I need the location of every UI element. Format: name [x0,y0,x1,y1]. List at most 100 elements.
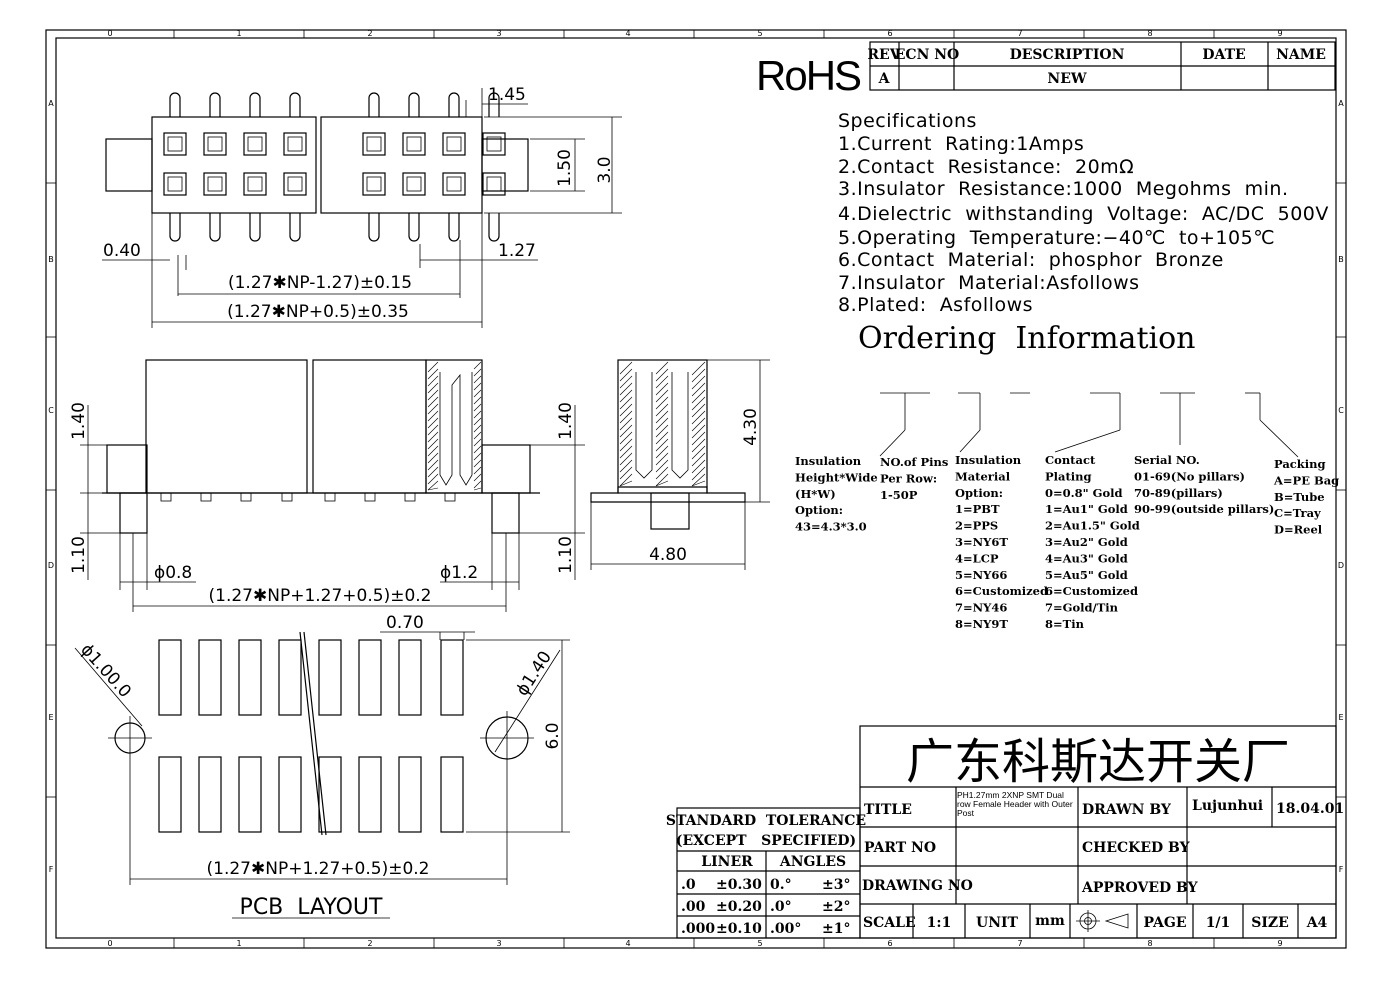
cavity-2-5 [362,172,386,196]
scale-label: SCALE [863,915,916,931]
pcb-pad-bottom-2 [198,756,222,833]
cavity-2-2 [203,172,227,196]
grid-row-left-B: B [48,255,54,264]
ordering-col-5-line-3: 70-89(pillars) [1134,486,1223,500]
unit-label: UNIT [976,915,1019,931]
tol-row-2-angle: .0° [770,899,792,915]
grid-row-left-A: A [48,99,54,108]
tolerance-title-1: STANDARD TOLERANCE [666,813,866,829]
dim-np-plus: (1.27✱NP+0.5)±0.35 [227,302,409,322]
ordering-col-3-line-1: Insulation [955,453,1022,467]
company-name: 广东科斯达开关厂 [906,734,1290,790]
grid-row-right-F: F [1339,865,1344,874]
cavity-1-2 [203,132,227,156]
spec-line-1: 1.Current Rating:1Amps [838,133,1084,155]
top-pin-upper-4 [289,92,301,117]
grid-col-bottom-6: 6 [887,939,892,948]
top-pin-lower-5 [368,213,380,242]
projection-symbol-icon [1076,910,1129,932]
tol-row-3-liner: .000 [681,921,715,937]
front-foot-3 [240,492,252,502]
pcb-pad-top-5 [318,639,342,716]
tol-row-3-angle-val: ±1° [822,921,850,937]
top-pin-lower-2 [209,213,221,242]
cavity-2-4 [283,172,307,196]
tol-row-3-angle: .00° [770,921,801,937]
ordering-col-5-line-4: 90-99(outside pillars) [1134,502,1274,516]
cavity-2-6 [402,172,426,196]
dim-6-0: 6.0 [543,722,563,749]
front-foot-8 [444,492,456,502]
outer-frame [45,29,1347,949]
tol-row-2-angle-val: ±2° [822,899,850,915]
tolerance-title-2: (EXCEPT SPECIFIED) [676,833,856,849]
grid-row-left-D: D [48,561,54,570]
ordering-col-4-line-6: 3=Au2" Gold [1045,535,1128,549]
spec-line-3: 3.Insulator Resistance:1000 Megohms min. [838,178,1288,200]
ordering-col-5-line-1: Serial NO. [1134,453,1200,467]
pcb-pad-top-8 [440,639,464,716]
ordering-col-3-line-4: 1=PBT [955,502,1000,516]
pcb-pad-top-4 [278,639,302,716]
dim-phi-1-00: ϕ1.00.0 [76,640,135,702]
ordering-col-5-line-2: 01-69(No pillars) [1134,469,1245,483]
ordering-title: Ordering Information [858,321,1195,356]
rohs-mark: RoHS [756,52,861,99]
tolerance-liner: LINER [701,854,753,870]
top-pin-lower-3 [249,213,261,242]
cavity-2-7 [442,172,466,196]
front-view-dimensions: 1.40 1.40 1.10 1.10 ϕ0.8 ϕ1.2 (1.27✱NP+1… [69,402,585,612]
tol-row-3-liner-val: ±0.10 [716,921,762,937]
dim-1-45: 1.45 [488,85,526,105]
pcb-pad-top-2 [198,639,222,716]
top-pin-upper-7 [448,92,460,117]
tol-row-2-liner-val: ±0.20 [716,899,762,915]
dim-1-10-right: 1.10 [556,536,576,574]
cavity-2-3 [243,172,267,196]
ordering-col-1-line-1: Insulation [795,454,862,468]
tol-row-1-angle: 0.° [770,877,792,893]
ordering-col-1-line-2: Height*Wide [795,470,878,484]
grid-col-bottom-0: 0 [107,939,112,948]
top-pin-upper-5 [368,92,380,117]
ordering-code-blanks [879,392,1299,458]
grid-row-right-B: B [1338,255,1344,264]
part-no-label: PART NO [864,840,936,856]
grid-col-top-5: 5 [757,29,762,38]
dim-pcb-total: (1.27✱NP+1.27+0.5)±0.2 [207,859,430,879]
grid-row-right-D: D [1338,561,1344,570]
ordering-col-4-line-8: 5=Au5" Gold [1045,568,1128,582]
specifications: Specifications 1.Current Rating:1Amps 2.… [838,110,1328,316]
grid-col-top-6: 6 [887,29,892,38]
dim-phi-0-8: ϕ0.8 [154,563,192,583]
top-view [105,92,529,242]
ordering-col-4-line-2: Plating [1045,469,1092,483]
dim-3-0: 3.0 [595,156,615,183]
pcb-layout-label: PCB LAYOUT [240,895,383,920]
grid-row-right-A: A [1338,99,1344,108]
tolerance-angles: ANGLES [779,854,846,870]
grid-col-top-4: 4 [625,29,630,38]
pcb-pad-top-1 [158,639,182,716]
ordering-col-3-line-8: 5=NY66 [955,568,1007,582]
cavity-2-8 [482,172,506,196]
scale-value: 1:1 [927,915,952,931]
ordering-options: InsulationHeight*Wide(H*W)Option:43=4.3*… [795,453,1339,631]
pcb-pad-bottom-3 [238,756,262,833]
ordering-col-6-line-4: C=Tray [1274,506,1321,520]
spec-line-5: 5.Operating Temperature:−40℃ to+105℃ [838,227,1275,249]
top-pin-lower-7 [448,213,460,242]
dim-1-40-left: 1.40 [69,402,89,440]
ordering-col-4-line-9: 6=Customized [1045,584,1138,598]
grid-col-top-7: 7 [1017,29,1022,38]
ordering-col-6-line-1: Packing [1274,457,1326,471]
tol-row-1-angle-val: ±3° [822,877,850,893]
ordering-col-4-line-11: 8=Tin [1045,617,1085,631]
top-pin-upper-2 [209,92,221,117]
ordering-col-2-line-3: 1-50P [880,488,918,502]
grid-col-bottom-8: 8 [1147,939,1152,948]
spec-title: Specifications [838,110,977,132]
grid-col-top-8: 8 [1147,29,1152,38]
grid-row-left-E: E [48,713,53,722]
